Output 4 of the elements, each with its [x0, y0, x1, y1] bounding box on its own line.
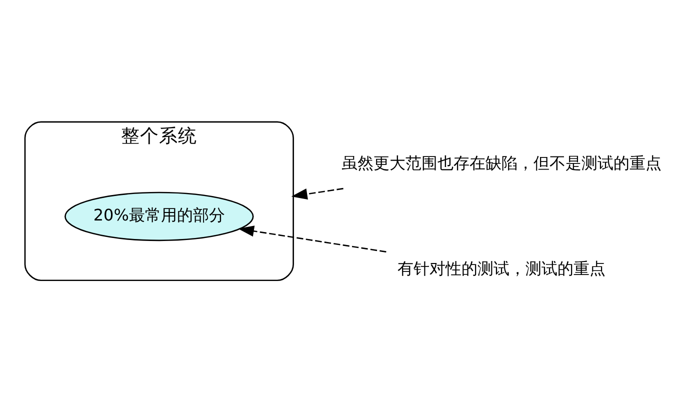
node-text: 虽然更大范围也存在缺陷，但不是测试的重点 [342, 153, 662, 172]
arrow [238, 225, 386, 252]
arrow [291, 187, 344, 200]
node-text: 有针对性的测试，测试的重点 [398, 258, 606, 278]
